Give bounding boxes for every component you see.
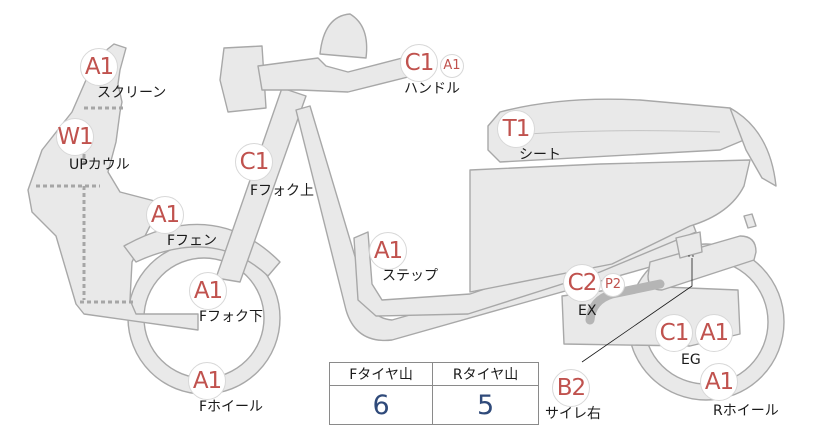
grade-f-fender-badge: A1 xyxy=(146,196,184,234)
grade-ex-sub-badge: P2 xyxy=(601,273,625,297)
front-fork xyxy=(215,87,307,283)
label-eg: EG xyxy=(681,352,701,368)
grade-seat-badge: T1 xyxy=(497,110,535,148)
grade-handle-badge: C1 xyxy=(400,44,438,82)
tire-tread-header-row: Fタイヤ山 Rタイヤ山 xyxy=(328,362,539,386)
label-f-fork-upper: Fフォク上 xyxy=(250,183,315,199)
tire-tread-value-row: 6 5 xyxy=(328,385,539,425)
grade-f-fork-lower-badge: A1 xyxy=(189,272,227,310)
label-ex: EX xyxy=(578,303,597,319)
label-step: ステップ xyxy=(382,268,438,284)
front-cowl xyxy=(27,43,199,331)
grade-up-cowl-badge: W1 xyxy=(56,118,94,156)
grade-ex-badge: C2 xyxy=(563,264,601,302)
rear-body xyxy=(469,159,751,293)
grade-f-fork-upper-badge: C1 xyxy=(235,143,273,181)
grade-eg-sub-badge: A1 xyxy=(695,314,733,352)
grade-handle-sub-badge: A1 xyxy=(440,54,464,78)
r-tire-tread-value: 5 xyxy=(432,385,539,425)
label-f-wheel: Fホイール xyxy=(199,399,264,415)
label-f-fork-lower: Fフォク下 xyxy=(199,309,264,325)
grade-muffler-right-badge: B2 xyxy=(552,369,590,407)
mirror xyxy=(319,13,368,59)
tail xyxy=(729,107,777,187)
r-tire-tread-header: Rタイヤ山 xyxy=(432,362,539,386)
grade-r-wheel-badge: A1 xyxy=(700,363,738,401)
grade-f-wheel-badge: A1 xyxy=(188,362,226,400)
grade-step-badge: A1 xyxy=(369,232,407,270)
grade-screen-badge: A1 xyxy=(80,48,118,86)
label-screen: スクリーン xyxy=(97,85,167,101)
label-handle: ハンドル xyxy=(404,81,460,97)
label-seat: シート xyxy=(519,147,561,163)
tire-tread-table: Fタイヤ山 Rタイヤ山 6 5 xyxy=(328,362,539,425)
headlight xyxy=(219,45,267,113)
label-up-cowl: UPカウル xyxy=(69,157,130,173)
f-tire-tread-value: 6 xyxy=(328,385,434,425)
f-tire-tread-header: Fタイヤ山 xyxy=(328,362,434,386)
grade-eg-badge: C1 xyxy=(655,314,693,352)
label-muffler-right: サイレ右 xyxy=(545,406,601,422)
label-r-wheel: Rホイール xyxy=(713,403,779,419)
label-f-fender: Fフェン xyxy=(167,233,218,249)
